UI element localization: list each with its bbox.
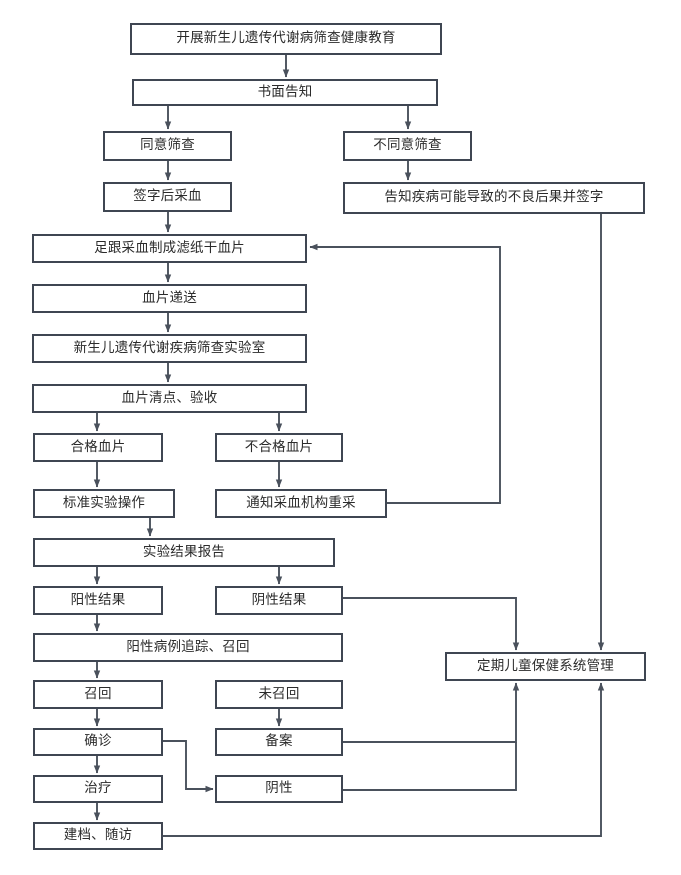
flow-node-n14[interactable]: 通知采血机构重采 xyxy=(215,489,387,518)
flow-edge-n21-to-n24 xyxy=(163,740,214,793)
flow-node-n24[interactable]: 阴性 xyxy=(215,775,343,803)
flow-node-n07[interactable]: 足跟采血制成滤纸干血片 xyxy=(32,234,307,263)
flow-node-n16[interactable]: 阳性结果 xyxy=(33,586,163,615)
flow-node-label: 未召回 xyxy=(258,685,300,702)
flow-node-label: 新生儿遗传代谢疾病筛查实验室 xyxy=(73,339,266,356)
flow-node-n04[interactable]: 不同意筛查 xyxy=(343,131,472,161)
flow-node-n21[interactable]: 确诊 xyxy=(33,728,163,756)
flow-node-n25[interactable]: 建档、随访 xyxy=(33,822,163,850)
flow-node-n05[interactable]: 签字后采血 xyxy=(103,182,232,212)
flow-node-n10[interactable]: 血片清点、验收 xyxy=(32,384,307,413)
flow-node-label: 确诊 xyxy=(84,733,112,750)
flow-node-n03[interactable]: 同意筛查 xyxy=(103,131,232,161)
flow-node-n01[interactable]: 开展新生儿遗传代谢病筛查健康教育 xyxy=(130,23,442,55)
flow-node-label: 同意筛查 xyxy=(140,137,195,154)
flow-node-n20[interactable]: 未召回 xyxy=(215,680,343,709)
flow-node-label: 足跟采血制成滤纸干血片 xyxy=(94,239,245,256)
flow-node-n22[interactable]: 备案 xyxy=(215,728,343,756)
flow-node-n09[interactable]: 新生儿遗传代谢疾病筛查实验室 xyxy=(32,334,307,363)
flow-edge-n14-to-n07 xyxy=(309,243,501,504)
flow-node-label: 通知采血机构重采 xyxy=(246,494,356,511)
flow-node-label: 书面告知 xyxy=(257,83,313,100)
flow-node-label: 签字后采血 xyxy=(133,188,202,205)
flow-node-n17[interactable]: 阴性结果 xyxy=(215,586,343,615)
flow-node-label: 开展新生儿遗传代谢病筛查健康教育 xyxy=(176,30,396,47)
flow-node-n06[interactable]: 告知疾病可能导致的不良后果并签字 xyxy=(343,182,645,214)
flow-node-label: 备案 xyxy=(265,733,293,750)
flow-node-label: 治疗 xyxy=(84,780,112,797)
flow-node-n12[interactable]: 不合格血片 xyxy=(215,433,343,462)
flow-node-n18[interactable]: 阳性病例追踪、召回 xyxy=(33,633,343,662)
flow-edge-n17-to-n26 xyxy=(343,597,520,651)
flow-node-label: 合格血片 xyxy=(70,438,126,455)
flow-node-n23[interactable]: 治疗 xyxy=(33,775,163,803)
flow-node-label: 召回 xyxy=(84,685,112,702)
flow-node-label: 定期儿童保健系统管理 xyxy=(477,657,614,674)
flow-node-n15[interactable]: 实验结果报告 xyxy=(33,538,335,567)
flow-node-n11[interactable]: 合格血片 xyxy=(33,433,163,462)
flow-node-label: 不同意筛查 xyxy=(373,137,442,154)
flow-node-label: 不合格血片 xyxy=(244,438,314,455)
flow-node-n02[interactable]: 书面告知 xyxy=(132,79,438,106)
flow-node-n19[interactable]: 召回 xyxy=(33,680,163,709)
flow-edge-n22-to-n26 xyxy=(343,682,520,743)
flow-node-label: 阴性 xyxy=(265,780,293,797)
flow-node-label: 实验结果报告 xyxy=(142,543,226,560)
flow-node-label: 阳性结果 xyxy=(70,591,126,608)
flow-node-label: 标准实验操作 xyxy=(62,494,146,511)
flow-node-n13[interactable]: 标准实验操作 xyxy=(33,489,175,518)
flow-node-label: 建档、随访 xyxy=(63,827,133,844)
flow-node-n26[interactable]: 定期儿童保健系统管理 xyxy=(445,652,646,681)
flow-node-label: 阳性病例追踪、召回 xyxy=(126,638,250,655)
flow-edge-n24-to-n26 xyxy=(343,742,517,791)
flow-node-label: 血片递送 xyxy=(142,289,197,306)
flow-node-label: 阴性结果 xyxy=(251,591,307,608)
flow-node-label: 血片清点、验收 xyxy=(121,389,218,406)
flow-node-label: 告知疾病可能导致的不良后果并签字 xyxy=(384,189,604,206)
flow-node-n08[interactable]: 血片递送 xyxy=(32,284,307,313)
